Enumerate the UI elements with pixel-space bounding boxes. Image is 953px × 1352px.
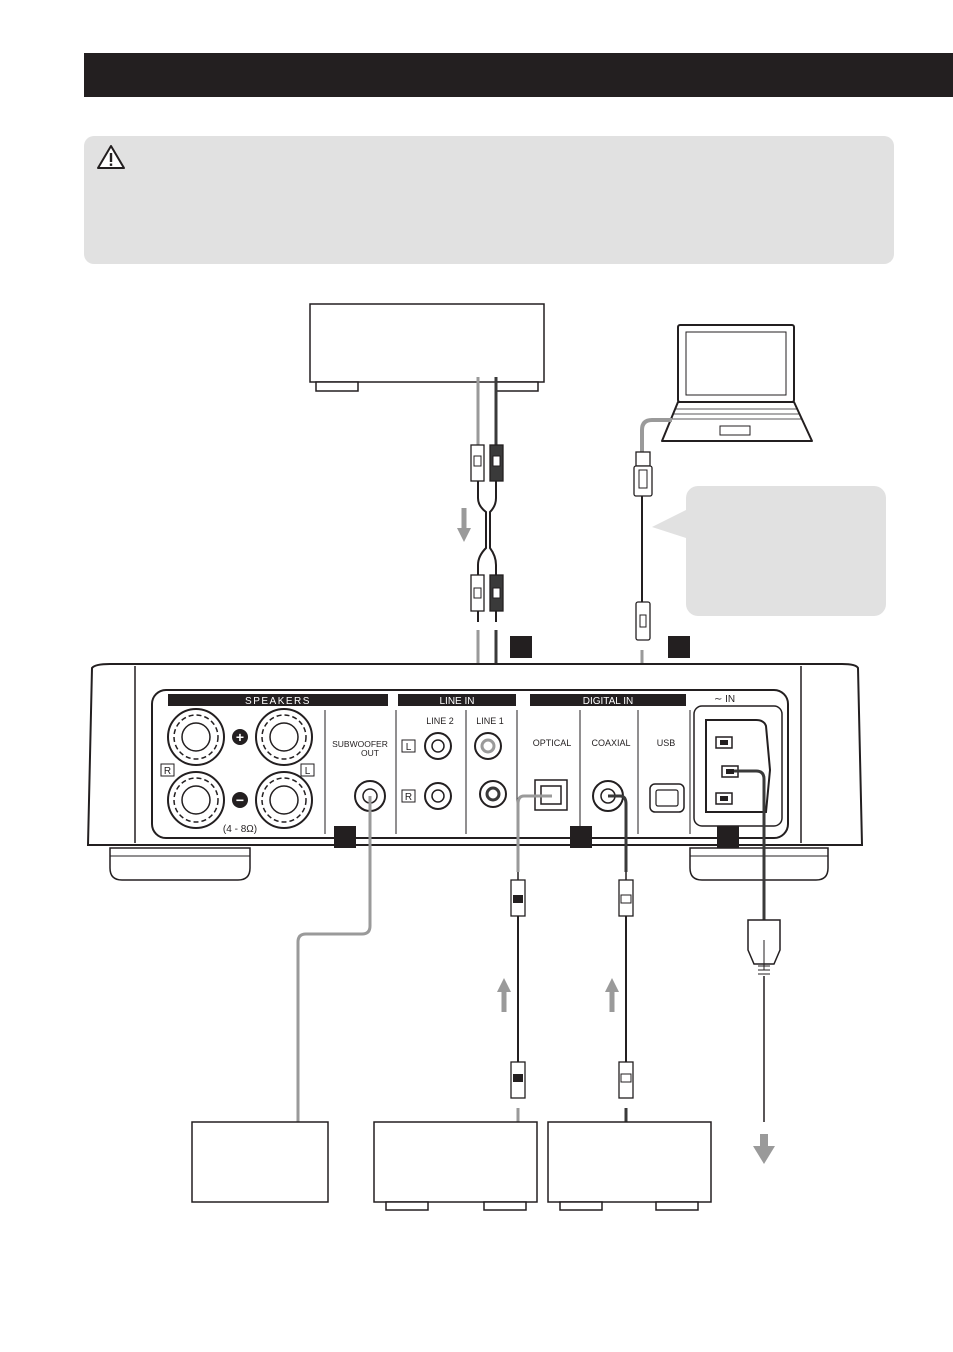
callout-bubble	[652, 486, 886, 616]
subwoofer-out-label: OUT	[361, 748, 379, 758]
warning-triangle-icon	[97, 145, 125, 169]
step-marker	[334, 826, 356, 848]
subwoofer-label: SUBWOOFER	[332, 739, 388, 749]
optical-label: OPTICAL	[533, 738, 572, 748]
speaker-terminal[interactable]	[255, 771, 313, 829]
line1-right-jack[interactable]	[479, 780, 507, 808]
coaxial-label: COAXIAL	[591, 738, 630, 748]
line1-label: LINE 1	[476, 716, 504, 726]
line-right-label: R	[405, 792, 412, 803]
header-bar	[84, 53, 953, 97]
line2-label: LINE 2	[426, 716, 454, 726]
coaxial-cable	[605, 794, 634, 1136]
subwoofer-cable	[296, 796, 372, 1135]
step-marker	[717, 826, 739, 848]
step-marker	[510, 636, 532, 658]
line1-left-jack[interactable]	[474, 732, 502, 760]
analog-rca-cable	[457, 377, 504, 790]
optical-cable	[497, 794, 552, 1136]
speaker-left-label: L	[305, 766, 311, 777]
analog-source-device	[309, 303, 545, 392]
plus-symbol: +	[236, 729, 244, 745]
subwoofer-device	[191, 1121, 329, 1203]
ac-power-inlet[interactable]	[693, 705, 783, 827]
line-left-label: L	[406, 742, 412, 753]
step-marker	[570, 826, 592, 848]
coaxial-source-device	[547, 1121, 712, 1211]
caution-box	[84, 136, 894, 264]
minus-symbol: −	[236, 792, 244, 808]
main-unit-rear-panel: SPEAKERS LINE IN DIGITAL IN ∼ IN	[86, 663, 864, 881]
line2-left-jack[interactable]	[424, 732, 452, 760]
arrow-down-icon	[753, 1134, 775, 1164]
speaker-terminal[interactable]	[167, 708, 225, 766]
laptop-icon	[661, 324, 813, 442]
optical-source-device	[373, 1121, 538, 1211]
digital-in-label: DIGITAL IN	[583, 696, 634, 707]
line2-right-jack[interactable]	[424, 782, 452, 810]
step-marker	[668, 636, 690, 658]
speakers-label: SPEAKERS	[245, 696, 311, 707]
ac-in-label: ∼ IN	[714, 694, 735, 705]
speaker-right-label: R	[164, 766, 171, 777]
usb-input-port[interactable]	[649, 783, 685, 813]
usb-label: USB	[657, 738, 676, 748]
speaker-terminal[interactable]	[255, 708, 313, 766]
line-in-label: LINE IN	[439, 696, 474, 707]
power-cord	[734, 769, 781, 1122]
impedance-label: (4 - 8Ω)	[223, 824, 257, 835]
speaker-terminal[interactable]	[167, 771, 225, 829]
